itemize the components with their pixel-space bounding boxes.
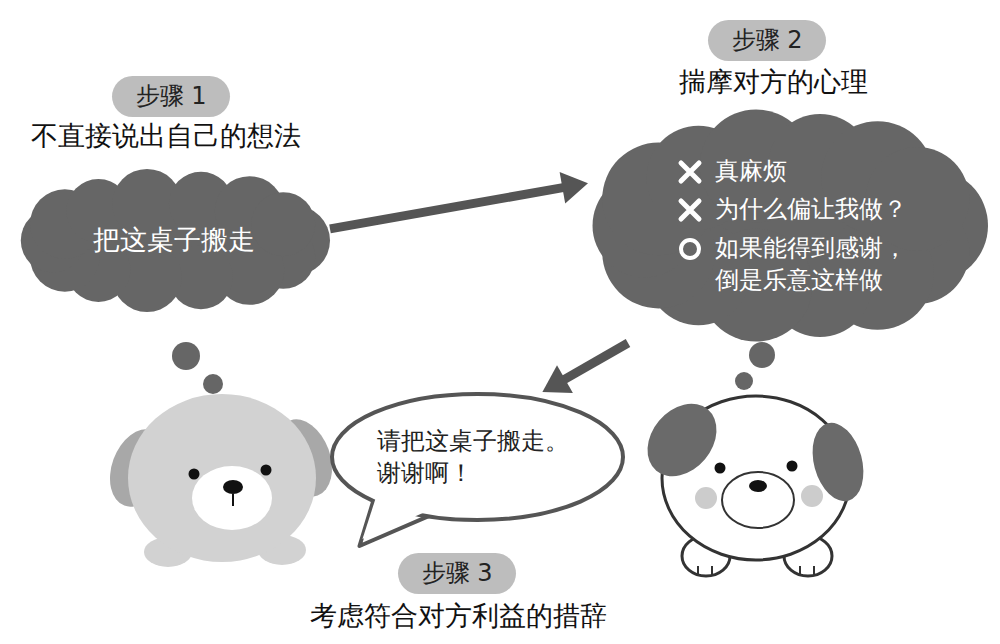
step-caption: 不直接说出自己的想法 <box>31 120 301 152</box>
cross-mark <box>677 159 703 185</box>
arrow-line <box>563 343 628 380</box>
arrow-line <box>330 187 564 229</box>
right-dog <box>787 461 798 472</box>
node-texts: 步骤 3 <box>422 557 493 589</box>
step-badge-shape <box>708 20 826 61</box>
flow-arrow <box>542 343 628 393</box>
right-dog <box>715 463 726 474</box>
left-dog <box>128 394 316 562</box>
cross-mark <box>681 201 699 219</box>
cloud-item: 真麻烦 <box>677 155 927 187</box>
arrow-head <box>542 365 573 393</box>
thought-dots <box>749 342 775 368</box>
cloud-item: 为什么偏让我做？ <box>677 193 927 225</box>
cloud-item: 如果能得到感谢， 倒是乐意这样做 <box>677 232 927 297</box>
node-texts: 把这桌子搬走 <box>93 222 255 258</box>
step-caption: 考虑符合对方利益的措辞 <box>310 600 607 632</box>
right-dog <box>722 472 794 528</box>
step-caption: 揣摩对方的心理 <box>679 66 868 98</box>
left-dog <box>192 466 272 530</box>
node-texts: 步骤 2 <box>732 24 803 56</box>
thought-dots <box>203 374 223 394</box>
right-dog <box>633 390 730 490</box>
thought-dots <box>735 372 753 390</box>
cloud-shape <box>251 192 315 256</box>
step-badge-shape <box>112 76 230 117</box>
left-dog <box>100 394 342 567</box>
node-shape <box>588 108 988 343</box>
circle-mark <box>681 240 699 258</box>
right-dog <box>749 480 767 492</box>
cross-mark <box>677 197 703 223</box>
node-texts: 请把这桌子搬走。 谢谢啊！ <box>377 425 579 490</box>
cloud-list: 真麻烦为什么偏让我做？ 如果能得到感谢， 倒是乐意这样做 <box>677 149 927 303</box>
step-badge: 步骤 2 <box>708 20 826 61</box>
left-dog <box>223 480 243 494</box>
cloud-item-text: 如果能得到感谢， 倒是乐意这样做 <box>715 232 927 297</box>
step-badge-shape <box>398 553 516 594</box>
step-number: 步骤 1 <box>136 80 207 112</box>
cloud-item-text: 真麻烦 <box>715 155 787 187</box>
speech-tail <box>363 484 433 539</box>
flow-arrow <box>330 172 588 229</box>
right-dog <box>633 390 871 576</box>
step-badge: 步骤 1 <box>112 76 230 117</box>
arrow-head <box>560 172 588 204</box>
cross-mark <box>681 163 699 181</box>
thought-cloud: 把这桌子搬走 <box>18 168 330 313</box>
circle-mark <box>677 236 703 262</box>
left-dog <box>189 469 200 480</box>
speech-bubble: 请把这桌子搬走。 谢谢啊！ <box>330 392 625 522</box>
thought-cloud: 真麻烦为什么偏让我做？ 如果能得到感谢， 倒是乐意这样做 <box>588 108 988 343</box>
left-dog <box>261 465 272 476</box>
thought-dots <box>172 342 200 370</box>
step-number: 步骤 3 <box>422 557 493 589</box>
cloud-item-text: 为什么偏让我做？ <box>715 193 907 225</box>
right-dog <box>698 566 814 576</box>
thought-text: 把这桌子搬走 <box>93 222 255 258</box>
left-dog <box>232 494 234 506</box>
step-number: 步骤 2 <box>732 24 803 56</box>
cloud-shape <box>593 110 988 342</box>
step-badge: 步骤 3 <box>398 553 516 594</box>
thought-dots <box>172 342 775 394</box>
node-texts: 步骤 1 <box>136 80 207 112</box>
right-dog <box>801 485 823 507</box>
right-dog <box>695 487 717 509</box>
node-shape <box>330 392 625 522</box>
speech-text: 请把这桌子搬走。 谢谢啊！ <box>377 425 579 490</box>
cloud-shape <box>21 169 330 312</box>
